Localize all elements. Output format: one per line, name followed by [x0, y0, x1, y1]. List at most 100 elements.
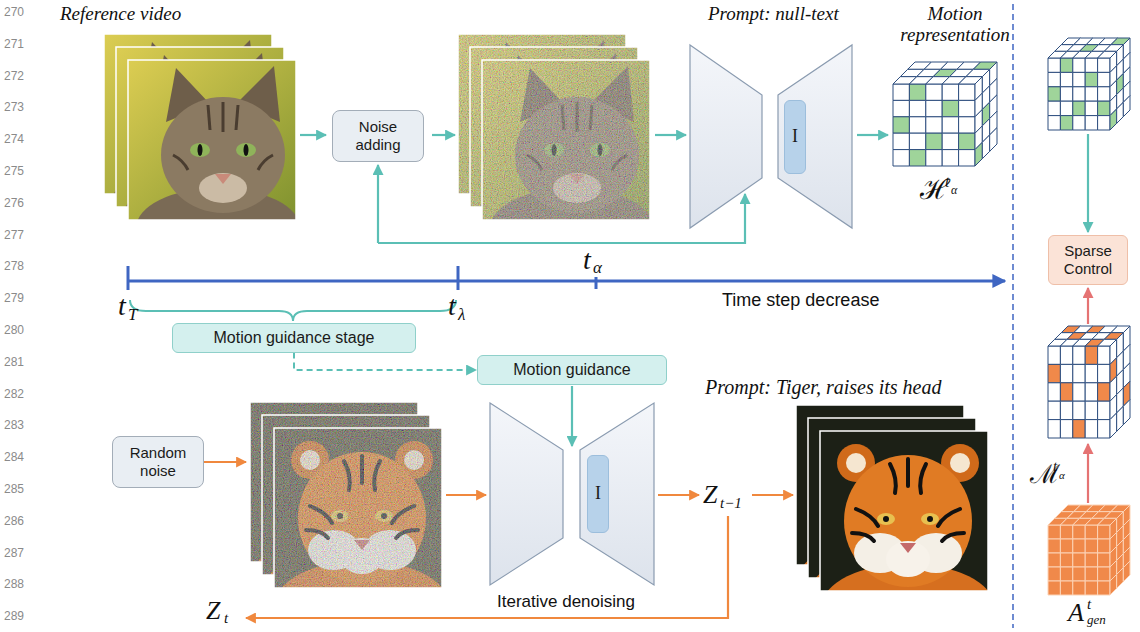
frame-border	[128, 60, 296, 220]
grid-cell	[1110, 109, 1117, 130]
cat-stripe	[222, 102, 225, 132]
flow-arrow	[655, 134, 686, 136]
grid-cell	[1048, 101, 1060, 115]
grid-cell	[942, 84, 958, 100]
grid-cell	[1060, 364, 1072, 382]
grid-cell	[893, 84, 909, 100]
math-subscript: T	[128, 306, 137, 323]
grid-cell	[1085, 364, 1097, 382]
tiger-stripe	[856, 509, 878, 526]
flow-arrow	[571, 386, 573, 446]
grid-cell	[1098, 116, 1110, 130]
cat-pupil	[198, 144, 203, 156]
grid-cell	[1060, 58, 1072, 72]
tiger-stripe	[890, 464, 896, 493]
guidance-box: Motion guidance	[477, 355, 667, 384]
flow-arrow	[246, 516, 728, 618]
grid-cell	[1060, 567, 1072, 581]
grid-cell	[982, 135, 989, 159]
grid-cell	[942, 117, 958, 133]
grid-cell	[1117, 568, 1124, 589]
math-subscript: t	[224, 611, 228, 626]
line-number: 272	[4, 70, 24, 82]
math-subscript: α	[1059, 470, 1065, 481]
grid-cell	[1073, 116, 1085, 130]
tiger-stripe	[920, 464, 926, 493]
unet-encoder	[690, 45, 762, 228]
grid-cell	[1085, 58, 1097, 72]
grid-cell	[926, 150, 942, 166]
grid-cell	[1098, 87, 1110, 101]
grid-cell	[1098, 383, 1110, 401]
video-frame	[820, 431, 994, 632]
grid-cell	[1085, 346, 1097, 364]
illustration-layer	[104, 34, 1130, 632]
grid-cell	[942, 150, 958, 166]
grid-cell	[926, 117, 942, 133]
process-box: Noise adding	[332, 110, 424, 162]
grid-cell	[1048, 87, 1060, 101]
line-number: 274	[4, 133, 24, 145]
grid-cell	[1073, 420, 1085, 438]
grid-cell	[1060, 72, 1072, 86]
tiger-stripe	[852, 533, 874, 541]
math-symbol: A	[1068, 600, 1084, 626]
tiger-ear-inner	[846, 453, 866, 473]
grid-cell	[1048, 364, 1060, 382]
grid-cell	[1048, 346, 1060, 364]
grid-cell	[1117, 406, 1124, 431]
grid-cell	[1123, 400, 1130, 425]
node-text: I	[590, 483, 606, 505]
flow-arrow	[658, 494, 699, 496]
unet-decoder	[580, 403, 654, 585]
flow-arrow	[432, 134, 455, 136]
flow-arrow	[1087, 288, 1089, 324]
unet-decoder	[778, 45, 852, 228]
timeline-tick	[457, 266, 460, 290]
axis-label: Time step decrease	[722, 291, 879, 309]
grid-cell	[1123, 96, 1130, 117]
node-text: I	[787, 126, 803, 148]
tiger-nose	[900, 543, 916, 553]
math-symbol: t	[448, 292, 456, 320]
tiger-stripe	[906, 459, 910, 486]
feature-grid	[1048, 326, 1130, 438]
grid-cell	[1060, 401, 1072, 419]
line-number: 288	[4, 578, 24, 590]
video-frame	[274, 428, 448, 632]
grid-cell	[1073, 58, 1085, 72]
grid-cell	[1098, 72, 1110, 86]
grid-cell	[1073, 101, 1085, 115]
grid-cell	[1110, 574, 1117, 595]
prompt-text: Prompt: Tiger, raises its head	[705, 377, 942, 397]
line-number: 284	[4, 451, 24, 463]
grid-cell	[1073, 567, 1085, 581]
node-text: Random noise	[119, 444, 197, 480]
tiger-muzzle	[886, 541, 930, 577]
timeline-tick	[595, 277, 598, 289]
math-symbol: Z	[206, 598, 220, 624]
cat-nose	[215, 174, 231, 184]
grid-cell	[959, 117, 975, 133]
stage-box: Motion guidance stage	[172, 323, 416, 352]
grid-cell	[1098, 401, 1110, 419]
grid-cell	[1048, 401, 1060, 419]
line-number: 275	[4, 165, 24, 177]
grid-cell	[1098, 101, 1110, 115]
edge-layer	[294, 353, 476, 370]
math-subscript: λ	[458, 306, 465, 323]
dashed-connector	[294, 353, 476, 370]
grid-cell	[1098, 420, 1110, 438]
line-number: 273	[4, 101, 24, 113]
grid-cell	[1048, 383, 1060, 401]
noise-overlay	[274, 428, 442, 588]
grid-cell	[1098, 567, 1110, 581]
grid-cell	[1060, 346, 1072, 364]
feature-grid	[1048, 505, 1130, 595]
grid-cell	[1085, 401, 1097, 419]
math-subscript: α	[593, 259, 602, 276]
math-symbol: t	[583, 246, 591, 274]
grid-cell	[1098, 58, 1110, 72]
frame-content	[274, 428, 442, 588]
line-number: 287	[4, 547, 24, 559]
